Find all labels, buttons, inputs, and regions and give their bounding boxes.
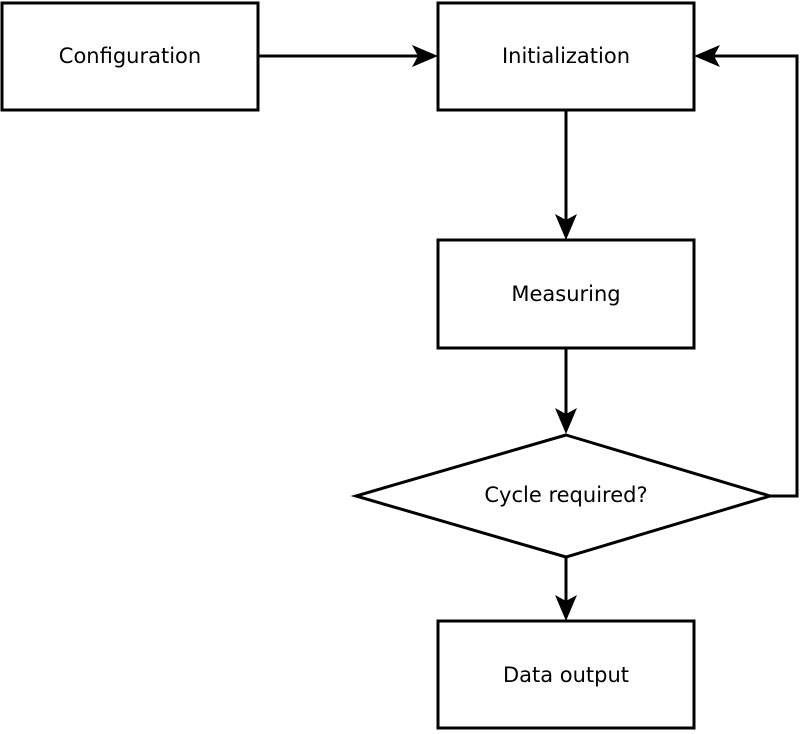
edge-configuration-to-initialization bbox=[258, 45, 438, 67]
edge-cycle-required-to-initialization-feedback bbox=[694, 45, 799, 498]
node-initialization[interactable]: Initialization bbox=[436, 1, 696, 112]
arrow-head-icon bbox=[412, 45, 438, 67]
arrow-head-icon bbox=[555, 214, 577, 240]
edge-initialization-to-measuring bbox=[555, 111, 577, 240]
node-cycle-required[interactable]: Cycle required? bbox=[350, 433, 776, 559]
node-data-output[interactable]: Data output bbox=[436, 619, 696, 730]
node-shape-rectangle[interactable] bbox=[436, 1, 696, 112]
node-shape-rectangle[interactable] bbox=[436, 619, 696, 730]
node-label-initialization: Initialization bbox=[502, 44, 630, 68]
arrow-head-icon bbox=[555, 595, 577, 621]
node-configuration[interactable]: Configuration bbox=[0, 1, 260, 112]
arrow-head-icon bbox=[555, 408, 577, 434]
node-shape-diamond[interactable] bbox=[350, 433, 776, 559]
edge-cycle-required-to-data-output bbox=[555, 557, 577, 621]
node-label-cycle-required: Cycle required? bbox=[484, 483, 647, 507]
node-shape-rectangle[interactable] bbox=[0, 1, 260, 112]
node-label-configuration: Configuration bbox=[59, 44, 201, 68]
edge-measuring-to-cycle-required bbox=[555, 348, 577, 434]
arrow-head-icon bbox=[694, 45, 720, 67]
edge-line bbox=[708, 54, 799, 498]
node-shape-rectangle[interactable] bbox=[436, 238, 696, 350]
node-label-data-output: Data output bbox=[503, 663, 629, 687]
node-label-measuring: Measuring bbox=[511, 282, 620, 306]
node-measuring[interactable]: Measuring bbox=[436, 238, 696, 350]
